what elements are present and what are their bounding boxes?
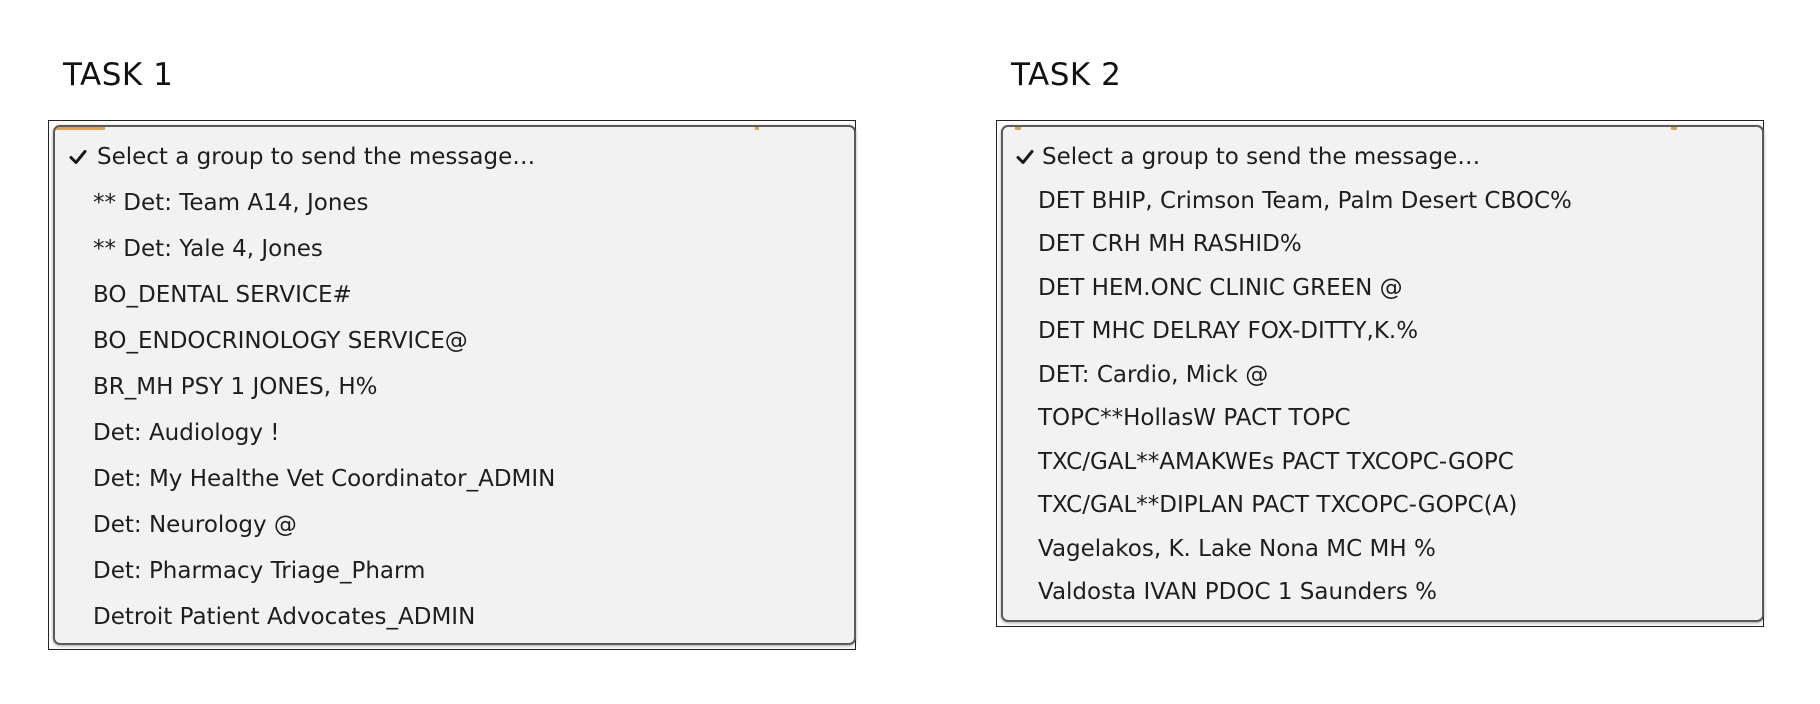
option-label: TXC/GAL**AMAKWEs PACT TXCOPC-GOPC [1038,448,1514,475]
option-label: DET MHC DELRAY FOX-DITTY,K.% [1038,318,1419,344]
option-label: Select a group to send the message… [1042,144,1481,170]
option-label: Valdosta IVAN PDOC 1 Saunders % [1038,579,1438,605]
option-item[interactable]: DET CRH MH RASHID% [1003,233,1762,277]
option-label: Det: Audiology ! [93,420,280,446]
option-item[interactable]: DET: Cardio, Mick @ [1003,361,1762,408]
option-item[interactable]: TXC/GAL**DIPLAN PACT TXCOPC-GOPC(A) [1003,494,1762,538]
task-1-accent-strip [55,127,105,130]
option-item[interactable]: Detroit Patient Advocates_ADMIN [55,604,854,643]
option-label: TXC/GAL**DIPLAN PACT TXCOPC-GOPC(A) [1038,492,1518,518]
option-item[interactable]: Det: Audiology ! [55,422,854,468]
option-label: TOPC**HollasW PACT TOPC [1038,405,1351,431]
option-label: Detroit Patient Advocates_ADMIN [93,604,476,630]
option-label: Det: Neurology @ [93,512,297,538]
option-item[interactable]: Det: My Healthe Vet Coordinator_ADMIN [55,468,854,514]
checkmark-icon [1015,147,1035,167]
checkmark-icon [68,147,88,167]
option-label: Select a group to send the message… [97,144,536,170]
option-item[interactable]: TXC/GAL**AMAKWEs PACT TXCOPC-GOPC [1003,448,1762,495]
task-2-accent-strip-right [1671,127,1677,130]
option-item[interactable]: Vagelakos, K. Lake Nona MC MH % [1003,535,1762,582]
option-label: DET: Cardio, Mick @ [1038,361,1269,388]
task-2-dropdown-menu[interactable]: Select a group to send the message… DET B… [1001,125,1764,622]
option-label: ** Det: Yale 4, Jones [93,236,323,262]
option-label: Det: Pharmacy Triage_Pharm [93,558,426,584]
option-label: ** Det: Team A14, Jones [93,190,369,216]
option-item[interactable]: TOPC**HollasW PACT TOPC [1003,407,1762,451]
option-label: Det: My Healthe Vet Coordinator_ADMIN [93,466,556,492]
option-label: BR_MH PSY 1 JONES, H% [93,374,378,400]
option-item[interactable]: BO_DENTAL SERVICE# [55,284,854,330]
task-1-title: TASK 1 [63,57,174,93]
task-2-title: TASK 2 [1011,57,1122,93]
option-label: DET CRH MH RASHID% [1038,231,1302,257]
option-item[interactable]: Det: Pharmacy Triage_Pharm [55,560,854,606]
task-2-accent-strip [1015,127,1021,130]
option-item[interactable]: DET HEM.ONC CLINIC GREEN @ [1003,274,1762,321]
option-label: DET BHIP, Crimson Team, Palm Desert CBOC… [1038,187,1572,214]
option-label: BO_ENDOCRINOLOGY SERVICE@ [93,328,468,354]
option-item[interactable]: DET BHIP, Crimson Team, Palm Desert CBOC… [1003,187,1762,234]
option-item[interactable]: BR_MH PSY 1 JONES, H% [55,376,854,422]
option-item[interactable]: Valdosta IVAN PDOC 1 Saunders % [1003,579,1762,620]
option-item[interactable]: DET MHC DELRAY FOX-DITTY,K.% [1003,320,1762,364]
option-item[interactable]: ** Det: Yale 4, Jones [55,238,854,284]
option-label: BO_DENTAL SERVICE# [93,282,352,308]
option-item[interactable]: ** Det: Team A14, Jones [55,192,854,238]
option-selected[interactable]: Select a group to send the message… [55,146,854,192]
task-1-dropdown-menu[interactable]: Select a group to send the message… ** De… [53,125,856,645]
option-label: Vagelakos, K. Lake Nona MC MH % [1038,535,1436,562]
option-item[interactable]: BO_ENDOCRINOLOGY SERVICE@ [55,330,854,376]
task-2-dropdown-frame: Select a group to send the message… DET B… [996,120,1764,627]
option-item[interactable]: Det: Neurology @ [55,514,854,560]
task-1-dropdown-frame: Select a group to send the message… ** De… [48,120,856,650]
task-1-accent-strip-right [755,127,759,130]
option-selected[interactable]: Select a group to send the message… [1003,146,1762,190]
option-label: DET HEM.ONC CLINIC GREEN @ [1038,274,1403,301]
